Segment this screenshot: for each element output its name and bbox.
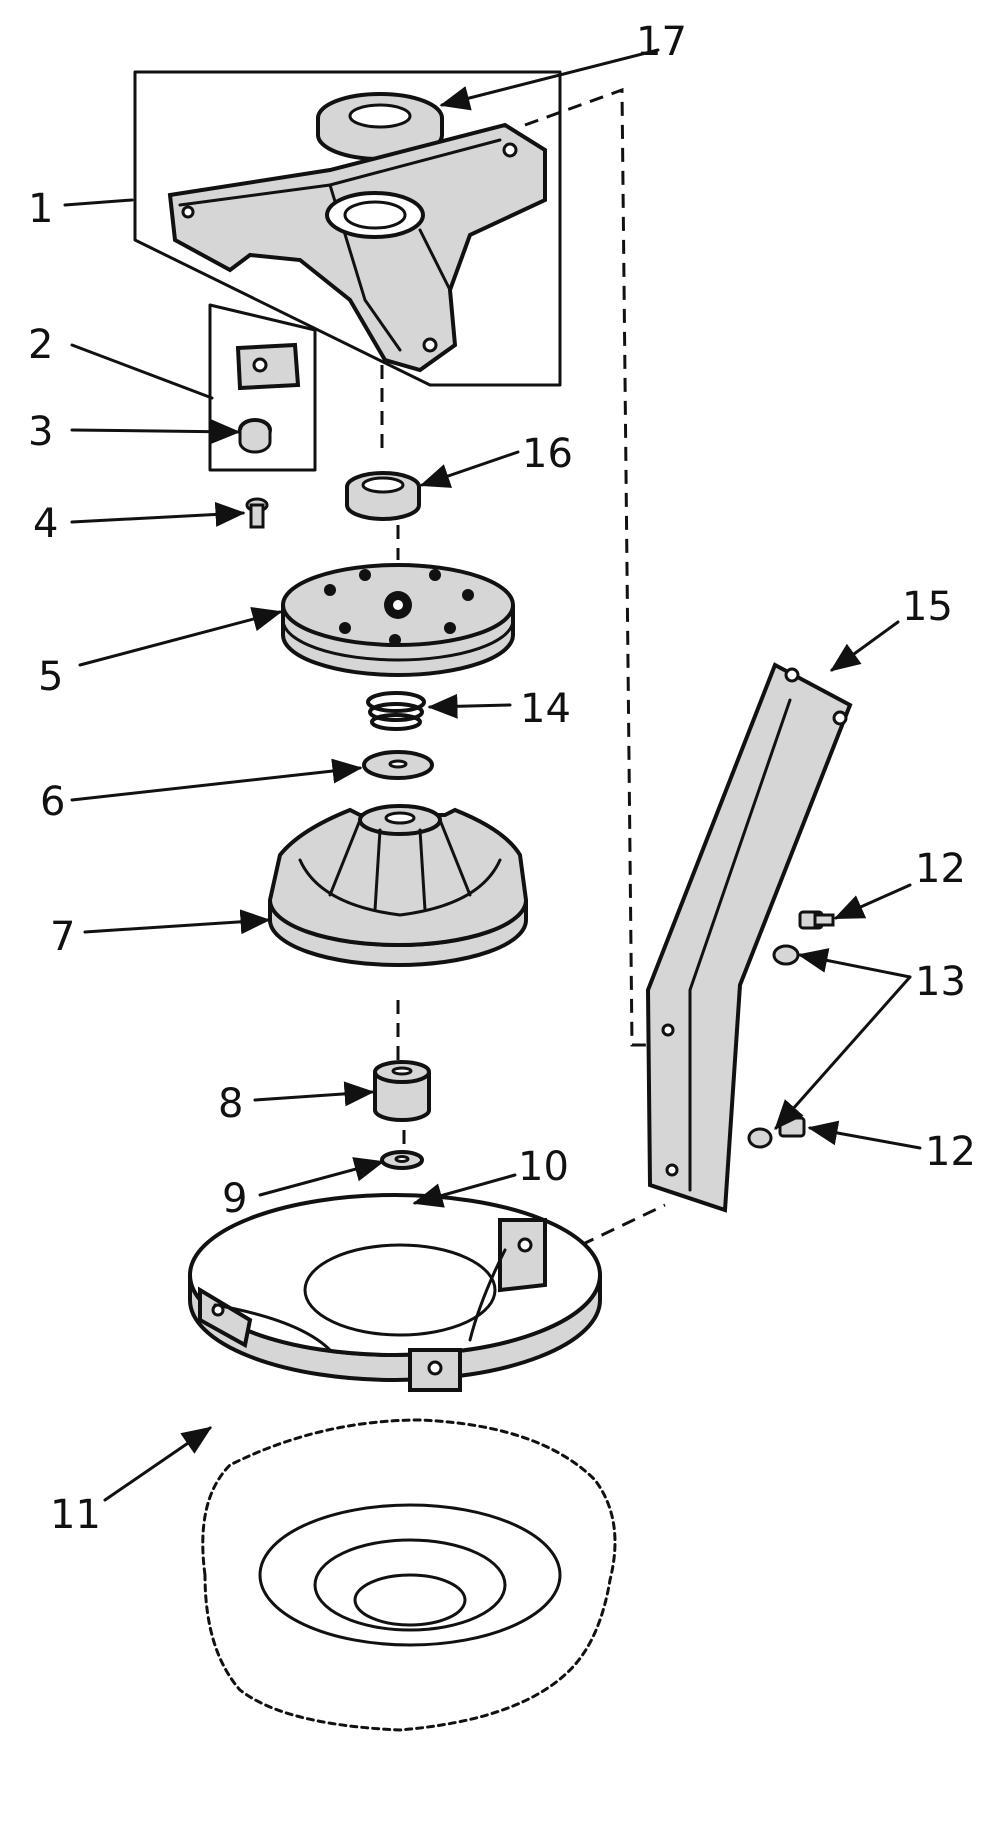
bracket-assembly-frame bbox=[133, 70, 562, 387]
part-17-seal bbox=[316, 92, 444, 161]
callout-5: 5 bbox=[38, 654, 63, 700]
callout-7: 7 bbox=[50, 914, 75, 960]
callout-11: 11 bbox=[50, 1492, 101, 1538]
part-2-slide bbox=[235, 342, 301, 391]
part-11-base bbox=[187, 1193, 603, 1392]
callout-4: 4 bbox=[33, 501, 58, 547]
slide-assembly-frame bbox=[208, 303, 317, 472]
callout-12-lower: 12 bbox=[925, 1129, 976, 1175]
part-14-spring bbox=[366, 691, 426, 731]
leader-lines bbox=[63, 48, 922, 1502]
callout-10: 10 bbox=[518, 1144, 569, 1190]
callout-16: 16 bbox=[522, 431, 573, 477]
callout-17: 17 bbox=[636, 19, 687, 65]
part-5-pulley bbox=[281, 563, 515, 677]
part-9-washer bbox=[380, 1150, 424, 1170]
part-8-hub bbox=[373, 1060, 431, 1122]
part-15-brace bbox=[645, 662, 853, 1213]
part-1-bracket bbox=[167, 122, 547, 373]
callout-1: 1 bbox=[28, 186, 53, 232]
part-6-washer bbox=[362, 750, 434, 780]
callout-9: 9 bbox=[222, 1176, 247, 1222]
part-4-screw bbox=[245, 497, 269, 529]
part-13-nut-lower bbox=[747, 1127, 773, 1149]
part-3-nut bbox=[238, 418, 272, 454]
part-16-bearing bbox=[345, 471, 421, 521]
callout-15: 15 bbox=[902, 584, 953, 630]
callout-2: 2 bbox=[28, 322, 53, 368]
callout-3: 3 bbox=[28, 409, 53, 455]
callout-8: 8 bbox=[218, 1081, 243, 1127]
part-12-bolt-upper bbox=[798, 910, 835, 930]
tub-phantom bbox=[201, 1418, 617, 1732]
part-7-clutch-drum bbox=[267, 804, 529, 967]
callout-labels: 17 1 2 3 4 16 5 14 6 7 8 9 10 11 15 12 1… bbox=[28, 19, 976, 1538]
callout-14: 14 bbox=[520, 686, 571, 732]
callout-13: 13 bbox=[915, 959, 966, 1005]
part-13-nut-upper bbox=[772, 944, 800, 966]
callout-12-upper: 12 bbox=[915, 846, 966, 892]
callout-6: 6 bbox=[40, 779, 65, 825]
